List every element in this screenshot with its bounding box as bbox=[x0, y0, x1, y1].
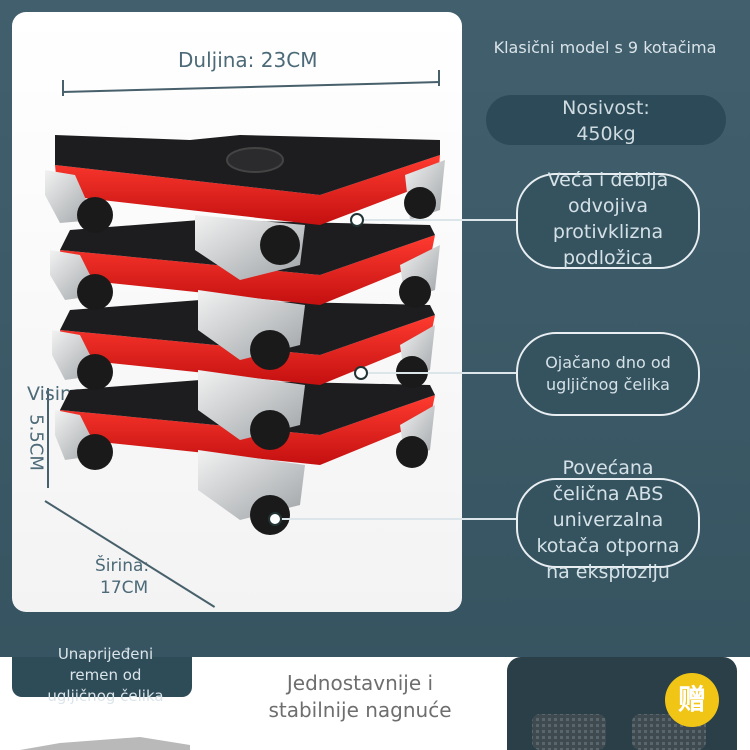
feature-1-dot bbox=[350, 213, 364, 227]
gift-badge-icon: 赠 bbox=[665, 673, 719, 727]
feature-3-dot bbox=[268, 512, 282, 526]
tilt-line2: stabilnije nagnuće bbox=[268, 698, 452, 722]
feature-2-dot bbox=[354, 366, 368, 380]
feature-2-leader bbox=[362, 372, 518, 374]
length-label: Duljina: 23CM bbox=[178, 48, 318, 72]
dolly-layer-3 bbox=[52, 300, 435, 450]
feature-2-pill: Ojačano dno od ugljičnog čelika bbox=[516, 332, 700, 416]
tilt-line1: Jednostavnije i bbox=[286, 671, 434, 695]
height-dimension-line bbox=[47, 388, 49, 488]
feature-3-line4: kotača otporna bbox=[536, 535, 680, 557]
strap-line2: remen od bbox=[69, 666, 142, 684]
feature-1-line2: odvojiva bbox=[567, 195, 648, 217]
feature-1-line4: podložica bbox=[562, 247, 653, 269]
feature-1-line3: protivklizna bbox=[552, 221, 664, 243]
feature-1-pill: Veća i deblja odvojiva protivklizna podl… bbox=[516, 169, 700, 269]
width-label-line1: Širina: bbox=[95, 556, 150, 576]
capacity-badge: Nosivost: 450kg bbox=[486, 95, 726, 145]
tilt-text: Jednostavnije i stabilnije nagnuće bbox=[235, 670, 485, 724]
strap-line1: Unaprijeđeni bbox=[57, 645, 154, 663]
feature-3-line5: na eksploziju bbox=[546, 561, 670, 583]
dolly-layer-1 bbox=[45, 135, 445, 280]
length-dimension-tick-left bbox=[62, 80, 64, 96]
capacity-line2: 450kg bbox=[576, 123, 636, 145]
feature-3-leader bbox=[276, 518, 518, 520]
length-dimension-tick-right bbox=[438, 70, 440, 86]
dolly-layer-4 bbox=[55, 380, 435, 535]
strap-illustration bbox=[20, 737, 190, 750]
strap-line3: ugljičnog čelika bbox=[47, 687, 164, 705]
feature-1-line1: Veća i deblja bbox=[547, 169, 669, 191]
feature-1-leader bbox=[358, 219, 518, 221]
dolly-stack-illustration bbox=[45, 135, 445, 535]
model-text: Klasični model s 9 kotačima bbox=[493, 38, 717, 57]
feature-3-line3: univerzalna bbox=[552, 509, 664, 531]
strap-label-box bbox=[12, 657, 192, 697]
feature-3-line1: Povećana bbox=[562, 457, 654, 479]
strap-text: Unaprijeđeni remen od ugljičnog čelika bbox=[18, 644, 193, 707]
feature-2-line1: Ojačano dno od bbox=[545, 353, 671, 372]
feature-2-line2: ugljičnog čelika bbox=[546, 375, 670, 394]
width-label-line2: 17CM bbox=[100, 578, 149, 598]
feature-3-line2: čelična ABS bbox=[552, 483, 664, 505]
feature-3-pill: Povećana čelična ABS univerzalna kotača … bbox=[516, 457, 700, 583]
capacity-line1: Nosivost: bbox=[562, 97, 650, 119]
